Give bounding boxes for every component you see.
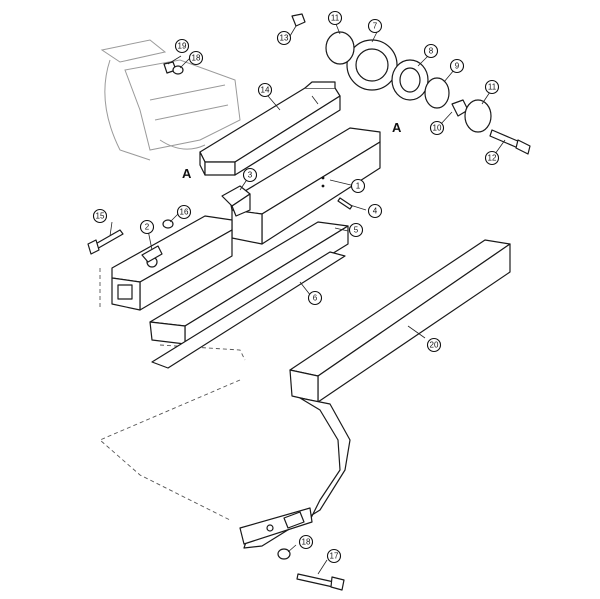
callout-label: 2 [145, 223, 150, 232]
callout-label: 5 [354, 226, 359, 235]
callout-17: 17 [326, 548, 342, 564]
callout-1: 1 [350, 178, 366, 194]
callout-18-top: 18 [188, 50, 204, 66]
bolt-part-12 [489, 129, 531, 155]
callout-label: 10 [433, 124, 442, 133]
ring-part-9 [424, 77, 450, 109]
callout-8: 8 [423, 43, 439, 59]
callout-label: 18 [192, 54, 201, 63]
leader-lines [109, 23, 506, 575]
callout-label: 20 [430, 341, 439, 350]
callout-label: 17 [330, 552, 339, 561]
strip-part-6 [151, 251, 346, 369]
callout-label: 8 [429, 47, 434, 56]
section-marker-a-right: A [392, 120, 402, 135]
callout-3: 3 [242, 167, 258, 183]
callout-9: 9 [449, 58, 465, 74]
callout-19: 19 [174, 38, 190, 54]
callout-label: 7 [373, 22, 378, 31]
callout-16: 16 [176, 204, 192, 220]
callout-14: 14 [257, 82, 273, 98]
frame-dashed-outline [99, 268, 246, 521]
callout-label: 12 [488, 154, 497, 163]
tube-part-14 [199, 81, 341, 176]
callout-label: 6 [313, 294, 318, 303]
tube-part-20 [239, 239, 511, 549]
nut-part-16 [162, 219, 174, 229]
callout-11: 11 [327, 10, 343, 26]
callout-label: 16 [180, 208, 189, 217]
callout-15: 15 [92, 208, 108, 224]
callout-12: 12 [484, 150, 500, 166]
callout-label: 3 [248, 171, 253, 180]
callout-label: 11 [488, 83, 497, 92]
callout-4: 4 [367, 203, 383, 219]
callout-6: 6 [307, 290, 323, 306]
washer-part-11 [325, 31, 355, 65]
callout-label: 11 [331, 14, 340, 23]
callout-20: 20 [426, 337, 442, 353]
washer-part-18-bottom [277, 548, 291, 560]
nut-part-13 [291, 13, 306, 27]
callout-13: 13 [276, 30, 292, 46]
callout-label: 4 [373, 207, 378, 216]
sprocket-part-7 [346, 39, 398, 91]
callout-7: 7 [367, 18, 383, 34]
callout-label: 18 [302, 538, 311, 547]
callout-5: 5 [348, 222, 364, 238]
washer-part-11b [464, 99, 492, 133]
channel-part-5 [149, 221, 349, 345]
bolt-part-15 [87, 229, 124, 255]
callout-18-bottom: 18 [298, 534, 314, 550]
washer-part-18-top [172, 65, 184, 75]
tube-part-1 [229, 127, 381, 245]
callout-label: 1 [356, 182, 361, 191]
callout-label: 9 [455, 62, 460, 71]
bolt-part-17 [296, 573, 345, 591]
bracket-part-3 [221, 185, 251, 217]
callout-label: 14 [261, 86, 270, 95]
callout-10: 10 [429, 120, 445, 136]
callout-label: 15 [96, 212, 105, 221]
hub-part-8 [391, 59, 429, 101]
callout-11b: 11 [484, 79, 500, 95]
callout-2: 2 [139, 219, 155, 235]
pin-part-4 [337, 197, 353, 210]
section-marker-a-left: A [182, 166, 192, 181]
callout-label: 19 [178, 42, 187, 51]
background-frame-outline [100, 39, 241, 161]
tube-part-2 [111, 215, 233, 311]
callout-label: 13 [280, 34, 289, 43]
